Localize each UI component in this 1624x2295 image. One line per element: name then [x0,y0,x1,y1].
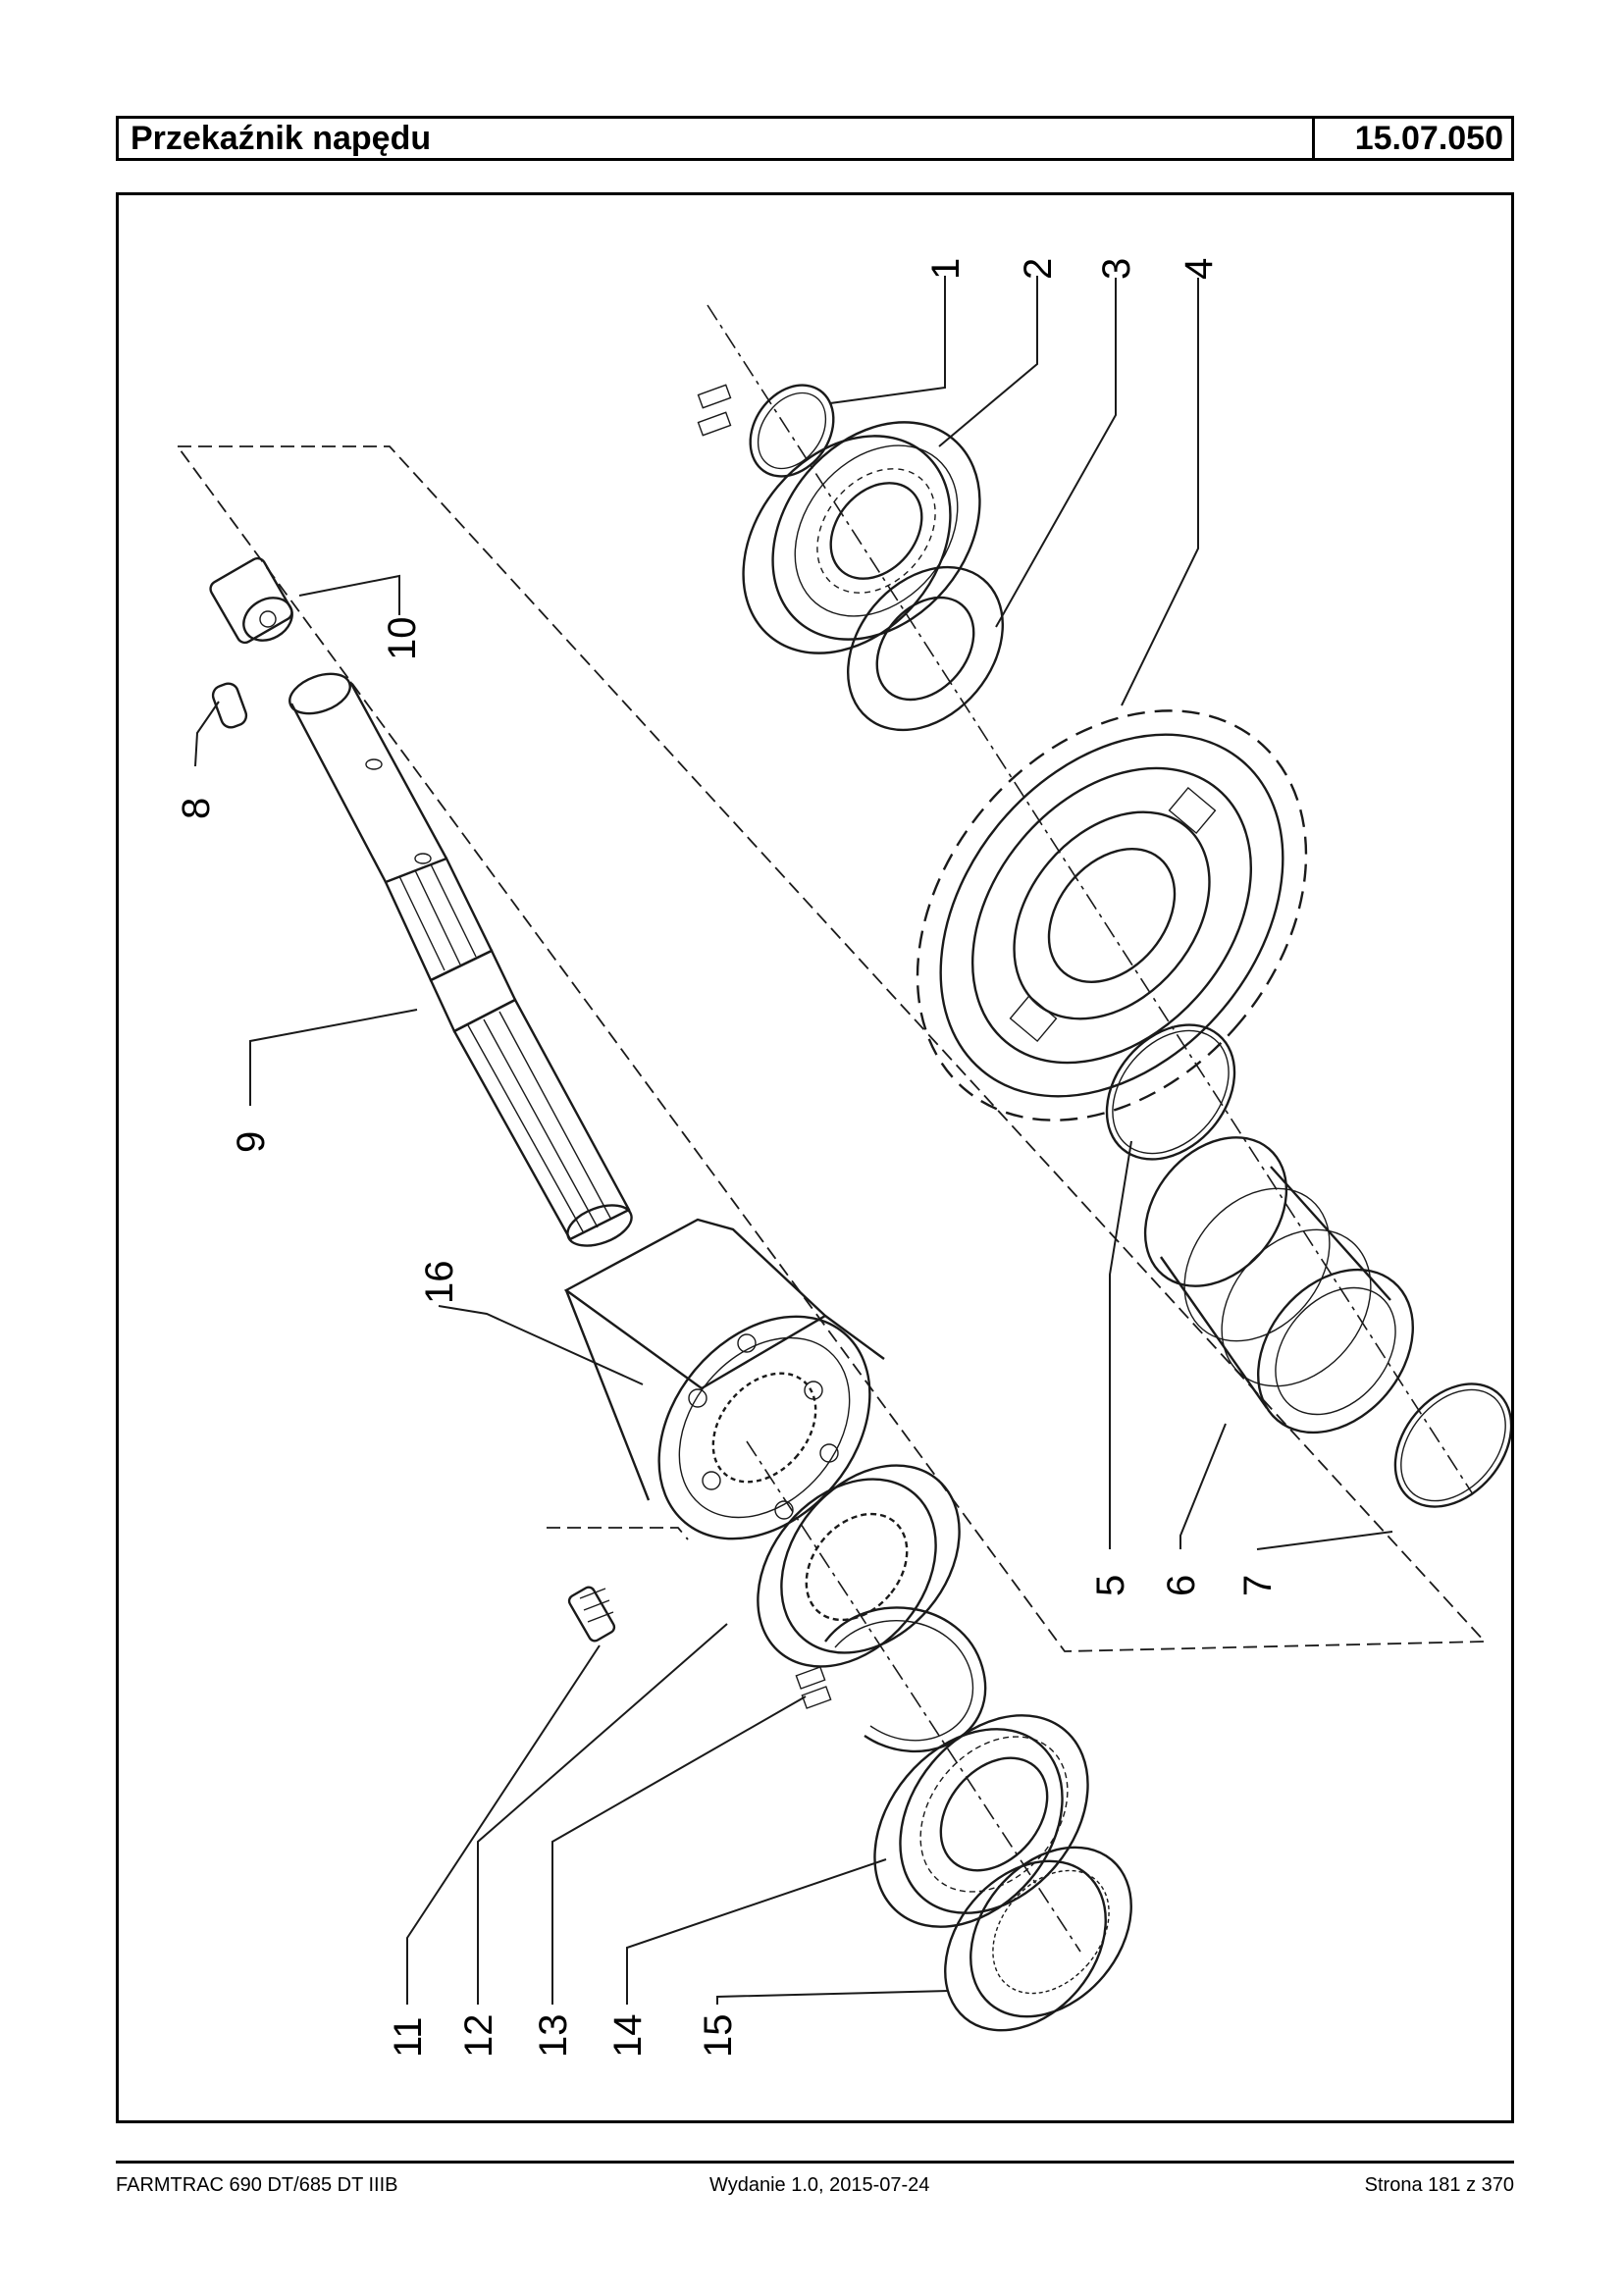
part-label-6: 6 [1160,1575,1203,1596]
leader-line-8 [194,701,220,767]
leader-line-6 [1179,1423,1227,1549]
gear-axis-line [707,304,1474,1495]
shaft-part-9 [288,672,633,1247]
spring-part-11 [567,1586,616,1643]
leader-line-7 [1256,1531,1393,1550]
leader-line-1 [829,276,946,404]
footer-divider [116,2161,1514,2164]
part-label-5: 5 [1089,1575,1132,1596]
pin-part-8 [211,682,248,729]
part-label-16: 16 [418,1261,461,1305]
part-label-12: 12 [457,2014,500,2059]
leader-line-14 [626,1858,887,2005]
leader-line-2 [938,276,1038,447]
footer-model: FARMTRAC 690 DT/685 DT IIIB [116,2174,398,2196]
leader-line-15 [716,1990,950,2005]
exploded-parts-diagram: 1 2 3 4 5 6 7 8 9 10 11 12 13 14 15 16 [175,258,1511,2059]
footer-page-number: Strona 181 z 370 [1364,2174,1514,2196]
subassembly-boundary [176,445,1488,1652]
part-label-1: 1 [924,258,968,280]
subassembly-notch [547,1527,689,1540]
bearing-part-14 [873,1714,1089,1928]
footer-edition: Wydanie 1.0, 2015-07-24 [709,2174,930,2196]
leader-line-5 [1109,1140,1132,1549]
page-footer: FARMTRAC 690 DT/685 DT IIIB Wydanie 1.0,… [116,2170,1514,2200]
leader-line-12 [477,1623,728,2005]
part-label-15: 15 [697,2014,740,2059]
section-code: 15.07.050 [1354,120,1503,157]
part-label-3: 3 [1095,258,1138,280]
leader-line-10 [298,574,400,615]
exploded-diagram-frame: 1 2 3 4 5 6 7 8 9 10 11 12 13 14 15 16 [116,192,1514,2123]
page-header: Przekaźnik napędu 15.07.050 [116,116,1514,161]
o-ring-part-5 [1105,1023,1236,1161]
snap-ring-part-1 [697,384,835,478]
part-label-10: 10 [381,617,424,661]
part-label-11: 11 [387,2016,430,2058]
part-label-13: 13 [532,2014,575,2059]
threaded-plug-part-10 [209,556,293,645]
leader-line-16 [438,1305,644,1385]
part-label-4: 4 [1178,258,1221,280]
circlip-part-13 [795,1606,987,1752]
part-label-2: 2 [1017,258,1060,280]
splined-disc-part-12 [757,1464,961,1668]
leader-line-4 [1121,278,1199,706]
page-title: Przekaźnik napędu [119,119,1315,158]
gear-part-4 [916,709,1308,1121]
part-label-9: 9 [230,1131,273,1153]
ball-bearing-part-2 [742,421,981,654]
leader-line-11 [406,1644,601,2005]
nut-part-15 [944,1846,1132,2032]
o-ring-part-7 [1393,1382,1511,1508]
leader-line-13 [551,1695,807,2005]
leader-line-9 [249,1009,418,1106]
washer-part-3 [846,565,1005,732]
leader-line-3 [995,278,1117,628]
shaft-axis-line [746,1440,1081,1953]
sleeve-part-6 [1143,1136,1415,1434]
part-label-8: 8 [175,798,218,819]
part-label-7: 7 [1236,1575,1280,1596]
part-label-14: 14 [606,2014,650,2059]
hub-part-16 [563,1218,885,1540]
